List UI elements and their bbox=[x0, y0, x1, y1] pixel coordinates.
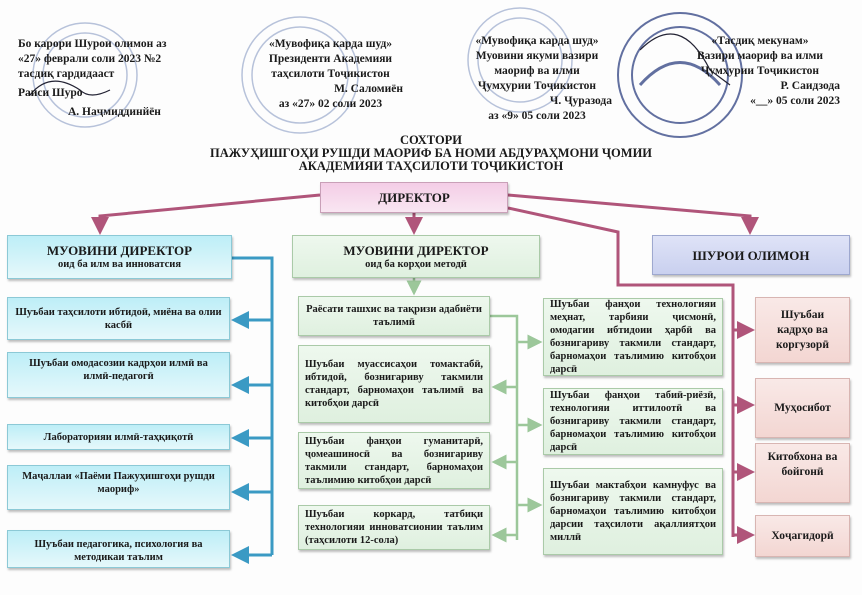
approval-line: Ҷумҳурии Тоҷикистон bbox=[700, 65, 820, 77]
approval-line: Р. Саидзода bbox=[780, 80, 840, 92]
council-box: ШУРОИ ОЛИМОН bbox=[652, 235, 850, 275]
method-unit: Шуъбаи муассисаҳои томактабӣ, ибтидоӣ, б… bbox=[298, 345, 490, 423]
approval-line: «Мувофиқа карда шуд» bbox=[475, 35, 599, 47]
page-title-1: СОХТОРИ bbox=[399, 133, 463, 147]
approval-minister: «Тасдиқ мекунам» Вазири маориф ва илми Ҷ… bbox=[680, 34, 840, 109]
approval-line: «__» 05 соли 2023 bbox=[750, 95, 840, 107]
vp-subtitle: оид ба илм ва инноватсия bbox=[57, 259, 182, 270]
method-unit: Шуъбаи мактабҳои камнуфус ва бознигариву… bbox=[543, 468, 723, 555]
method-unit: Раёсати ташхис ва тақризи адабиёти таъли… bbox=[298, 296, 490, 336]
page-title-2: ПАЖУҲИШГОҲИ РУШДИ МАОРИФ БА НОМИ АБДУРАҲ… bbox=[209, 146, 653, 160]
science-unit: Шуъбаи таҳсилоти ибтидоӣ, миёна ва олии … bbox=[7, 297, 230, 340]
vp-method-box: МУОВИНИ ДИРЕКТОР оид ба корҳои методӣ bbox=[292, 235, 540, 278]
science-unit: Лабораторияи илмӣ-таҳқиқотӣ bbox=[7, 424, 230, 450]
stamp-icon bbox=[32, 7, 573, 134]
signature bbox=[29, 80, 111, 96]
vp-title: МУОВИНИ ДИРЕКТОР bbox=[46, 243, 193, 258]
approval-president: «Мувофиқа карда шуд» Президенти Академия… bbox=[258, 37, 403, 112]
approval-line: тасдиқ гардидааст bbox=[18, 68, 115, 80]
approval-line: таҳсилоти Тоҷикистон bbox=[271, 68, 390, 80]
admin-unit: Шуъбаи кадрҳо ва коргузорӣ bbox=[755, 297, 850, 363]
approval-line: А. Наҷмиддинйён bbox=[68, 106, 161, 118]
approval-line: «Тасдиқ мекунам» bbox=[711, 35, 809, 47]
director-box: ДИРЕКТОР bbox=[320, 182, 508, 213]
approval-line: Бо карори Шурои олимон аз bbox=[18, 38, 167, 50]
admin-unit: Китобхона ва бойгонӣ bbox=[755, 443, 850, 503]
signature bbox=[639, 33, 731, 86]
method-unit: Шуъбаи фанҳои табиӣ-риёзӣ, технологияи и… bbox=[543, 388, 723, 455]
method-unit: Шуъбаи фанҳои гуманитарӣ, ҷомеашиносӣ ва… bbox=[298, 432, 490, 489]
approval-line: «27» феврали соли 2023 №2 bbox=[18, 53, 162, 65]
approval-line: Раиси Шуро bbox=[18, 87, 83, 99]
approval-line: маориф ва илми bbox=[494, 65, 580, 77]
approval-line: М. Саломиён bbox=[334, 83, 403, 95]
admin-unit: Хоҷагидорӣ bbox=[755, 515, 850, 557]
approval-line: аз «9» 05 соли 2023 bbox=[488, 110, 586, 122]
stamp-icon bbox=[617, 12, 743, 138]
approval-line: Вазири маориф ва илми bbox=[696, 50, 824, 62]
science-unit: Шуъбаи педагогика, психология ва методик… bbox=[7, 530, 230, 568]
approval-line: «Мувофиқа карда шуд» bbox=[268, 38, 393, 50]
science-unit: Маҷаллаи «Паёми Пажуҳишгоҳи рушди маориф… bbox=[7, 465, 230, 510]
vp-subtitle: оид ба корҳои методӣ bbox=[365, 258, 467, 270]
vp-title: МУОВИНИ ДИРЕКТОР bbox=[343, 242, 489, 258]
approval-line: аз «27» 02 соли 2023 bbox=[278, 98, 383, 110]
approval-line: Муовини якуми вазири bbox=[475, 50, 599, 62]
approval-line: Президенти Академияи bbox=[268, 53, 393, 65]
vp-science-box: МУОВИНИ ДИРЕКТОР оид ба илм ва инноватси… bbox=[7, 235, 232, 279]
approval-line: Ч. Ҷуразода bbox=[549, 95, 612, 107]
method-unit: Шуъбаи коркард, татбиқи технологияи инно… bbox=[298, 505, 490, 550]
approval-line: Ҷумҳурии Тоҷикистон bbox=[477, 80, 597, 92]
admin-unit: Муҳосибот bbox=[755, 378, 850, 438]
approval-council: Бо карори Шурои олимон аз «27» феврали с… bbox=[18, 37, 166, 120]
page-title-3: АКАДЕМИЯИ ТАҲСИЛОТИ ТОҶИКИСТОН bbox=[298, 159, 564, 173]
approval-deputy-minister: «Мувофиқа карда шуд» Муовини якуми вазир… bbox=[462, 34, 612, 124]
method-unit: Шуъбаи фанҳои технологияи меҳнат, тарбия… bbox=[543, 298, 723, 376]
science-unit: Шуъбаи омодасозии кадрҳои илмӣ ва илмӣ-п… bbox=[7, 352, 230, 398]
